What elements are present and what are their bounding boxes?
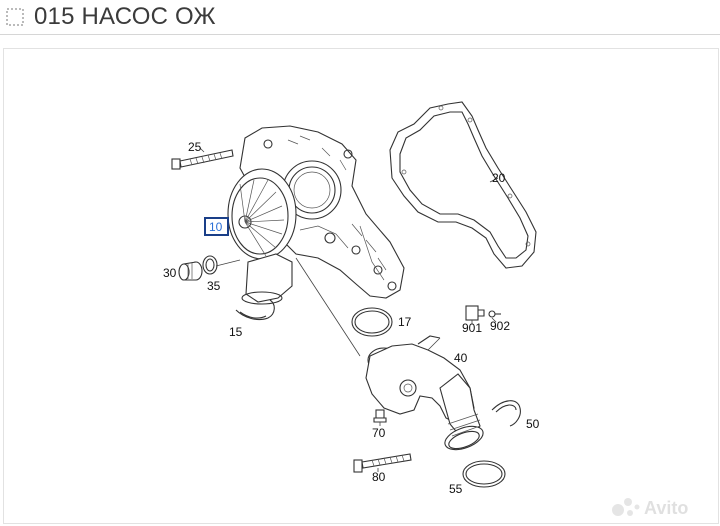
leader-35 — [215, 259, 241, 267]
part-35-seal-ring[interactable] — [202, 255, 218, 275]
part-10-impeller-cover[interactable] — [227, 168, 297, 260]
leader-901-902 — [471, 317, 497, 324]
callout-80[interactable]: 80 — [372, 470, 386, 484]
callout-25[interactable]: 25 — [188, 140, 202, 154]
watermark-text: Avito — [644, 498, 688, 518]
leader-40 — [427, 337, 441, 351]
leader-housing-thermostat — [295, 257, 361, 357]
callout-902[interactable]: 902 — [490, 319, 510, 333]
callout-15[interactable]: 15 — [229, 325, 243, 339]
avito-watermark: Avito — [612, 498, 688, 518]
callout-40[interactable]: 40 — [454, 351, 468, 365]
callout-901[interactable]: 901 — [462, 321, 482, 335]
pump-outlet-stub[interactable] — [241, 253, 293, 305]
part-55-o-ring[interactable] — [462, 460, 506, 488]
pump-housing[interactable] — [239, 125, 405, 299]
part-50-clip[interactable] — [491, 400, 521, 427]
page-title: 015 НАСОС ОЖ — [34, 3, 216, 30]
part-902-connector[interactable] — [488, 310, 501, 318]
callout-55[interactable]: 55 — [449, 482, 463, 496]
avito-logo-icon — [612, 498, 640, 516]
dotted-square-icon — [6, 8, 24, 26]
callout-10-highlight[interactable] — [204, 217, 229, 236]
callout-30[interactable]: 30 — [163, 266, 177, 280]
leader-20 — [489, 177, 499, 183]
part-17-o-ring[interactable] — [351, 307, 393, 337]
callout-20[interactable]: 20 — [492, 171, 506, 185]
part-901-sensor[interactable] — [465, 305, 485, 321]
callout-50[interactable]: 50 — [526, 417, 540, 431]
part-15-clip[interactable] — [235, 299, 275, 321]
page-header: 015 НАСОС ОЖ — [0, 0, 720, 35]
part-70-bolt[interactable] — [373, 409, 387, 423]
callout-10[interactable]: 10 — [209, 220, 223, 234]
callout-70[interactable]: 70 — [372, 426, 386, 440]
callout-17[interactable]: 17 — [398, 315, 412, 329]
part-30-plug[interactable] — [178, 261, 203, 281]
callout-35[interactable]: 35 — [207, 279, 221, 293]
part-80-bolt[interactable] — [353, 453, 412, 473]
part-40-thermostat-housing[interactable] — [365, 335, 486, 454]
part-25-bolt[interactable] — [171, 149, 234, 170]
leader-25 — [199, 147, 205, 153]
part-20-gasket[interactable] — [389, 101, 537, 269]
